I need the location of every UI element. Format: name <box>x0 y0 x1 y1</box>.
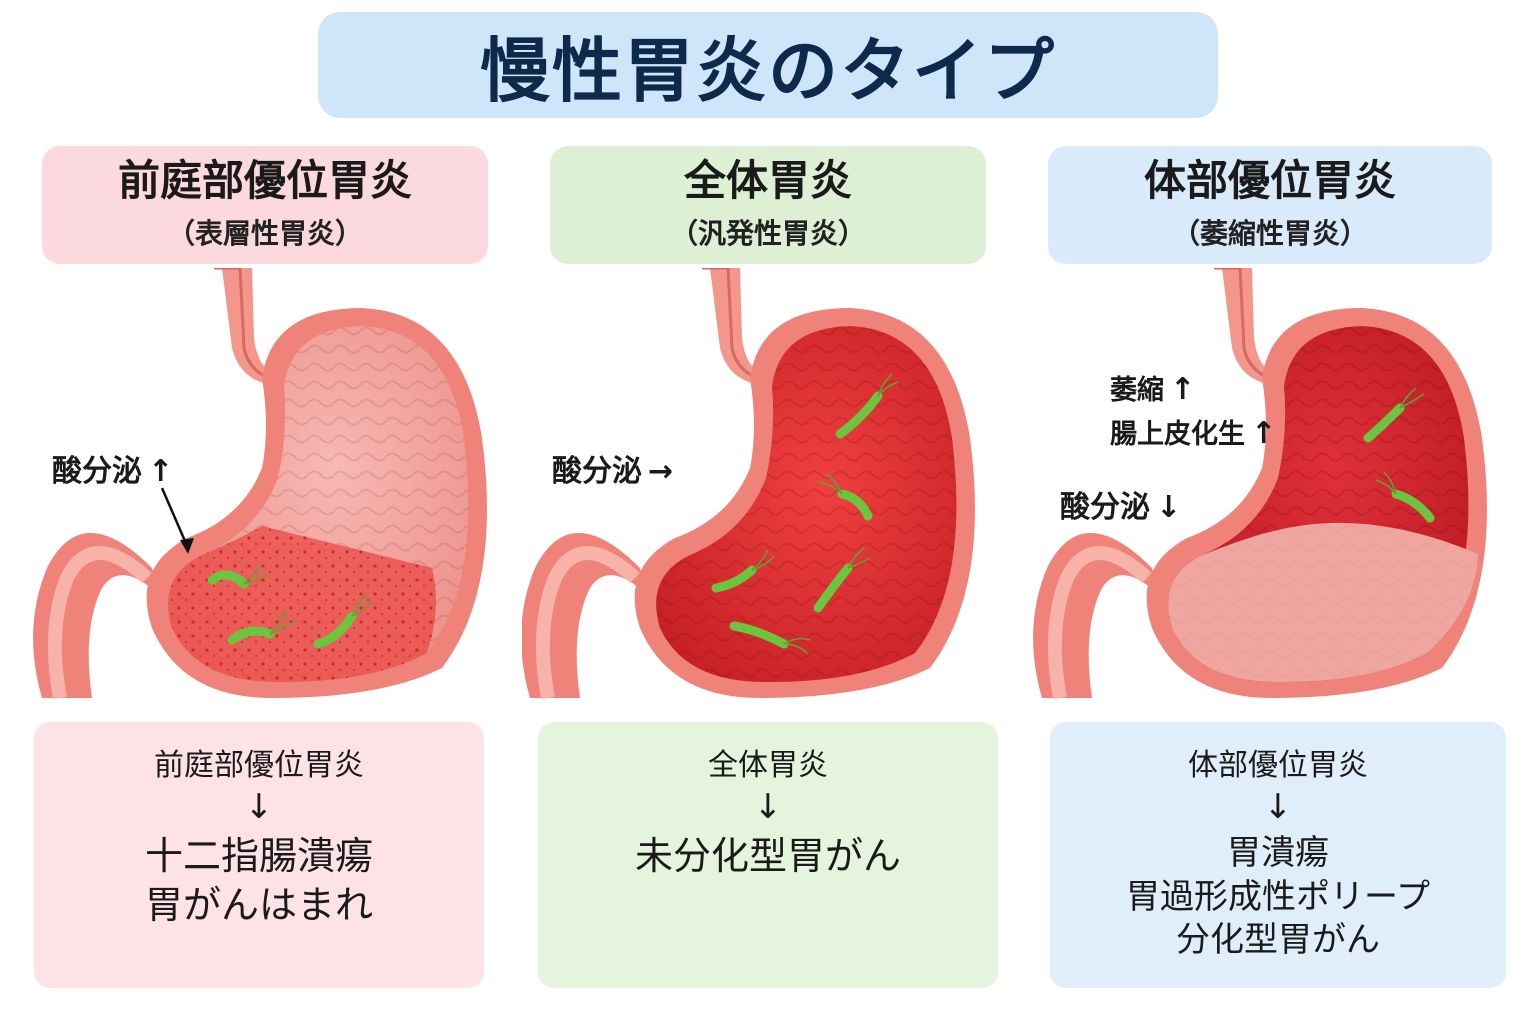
result-outcome-1: 胃潰瘍 <box>1227 833 1329 873</box>
result-outcome-1: 十二指腸潰瘍 <box>144 834 373 878</box>
result-source: 前庭部優位胃炎 <box>154 748 364 783</box>
result-outcome-2: 胃過形成性ポリープ <box>1126 876 1430 917</box>
result-outcome-2: 胃がんはまれ <box>144 882 373 927</box>
header-antral-gastritis: 前庭部優位胃炎 （表層性胃炎） <box>42 146 488 264</box>
column-title: 全体胃炎 <box>683 155 852 205</box>
result-box-antral: 前庭部優位胃炎 ↓ 十二指腸潰瘍 胃がんはまれ <box>34 722 484 988</box>
result-source: 体部優位胃炎 <box>1188 748 1368 783</box>
arrow-down-icon: ↓ <box>1156 490 1182 525</box>
arrow-up-icon: ↑ <box>148 454 174 489</box>
annotation-acid-secretion: 酸分泌↓ <box>1060 490 1182 525</box>
helicobacter-pylori-icon <box>729 621 811 655</box>
stomach-illustration-corpus <box>1030 268 1530 708</box>
arrow-down-icon: ↓ <box>753 787 783 827</box>
stomach-illustration-antral <box>22 268 522 708</box>
column-subtitle: （汎発性胃炎） <box>669 217 866 251</box>
helicobacter-pylori-icon <box>1375 471 1435 523</box>
arrow-down-icon: ↓ <box>244 787 274 827</box>
result-outcome-3: 分化型胃がん <box>1176 920 1380 961</box>
result-source: 全体胃炎 <box>708 748 828 783</box>
column-title: 前庭部優位胃炎 <box>117 155 412 205</box>
page-title: 慢性胃炎のタイプ <box>480 29 1056 112</box>
annotation-acid-secretion: 酸分泌↑ <box>52 454 174 489</box>
annotation-intestinal-metaplasia: 腸上皮化生↑ <box>1110 416 1277 451</box>
arrow-up-icon: ↑ <box>1170 372 1196 407</box>
header-pangastritis: 全体胃炎 （汎発性胃炎） <box>550 146 986 264</box>
helicobacter-pylori-icon <box>313 593 373 649</box>
annotation-acid-secretion: 酸分泌→ <box>552 454 674 489</box>
stomach-illustration-pan <box>522 268 1022 708</box>
column-subtitle: （萎縮性胃炎） <box>1171 217 1368 251</box>
result-outcome-1: 未分化型胃がん <box>634 834 901 878</box>
helicobacter-pylori-icon <box>711 549 775 593</box>
column-title: 体部優位胃炎 <box>1143 155 1396 205</box>
annotation-atrophy: 萎縮↑ <box>1110 372 1196 407</box>
result-box-pan: 全体胃炎 ↓ 未分化型胃がん <box>538 722 998 988</box>
arrow-right-icon: → <box>648 454 674 489</box>
helicobacter-pylori-icon <box>817 473 873 521</box>
helicobacter-pylori-icon <box>1363 387 1425 443</box>
arrow-up-icon: ↑ <box>1251 416 1277 451</box>
helicobacter-pylori-icon <box>227 609 297 645</box>
column-subtitle: （表層性胃炎） <box>166 217 363 251</box>
helicobacter-pylori-icon <box>207 563 269 589</box>
title-banner: 慢性胃炎のタイプ <box>318 12 1218 118</box>
result-box-corpus: 体部優位胃炎 ↓ 胃潰瘍 胃過形成性ポリープ 分化型胃がん <box>1050 722 1506 988</box>
arrow-down-icon: ↓ <box>1263 787 1293 827</box>
helicobacter-pylori-icon <box>835 373 899 439</box>
header-corpus-gastritis: 体部優位胃炎 （萎縮性胃炎） <box>1048 146 1492 264</box>
helicobacter-pylori-icon <box>813 547 871 613</box>
